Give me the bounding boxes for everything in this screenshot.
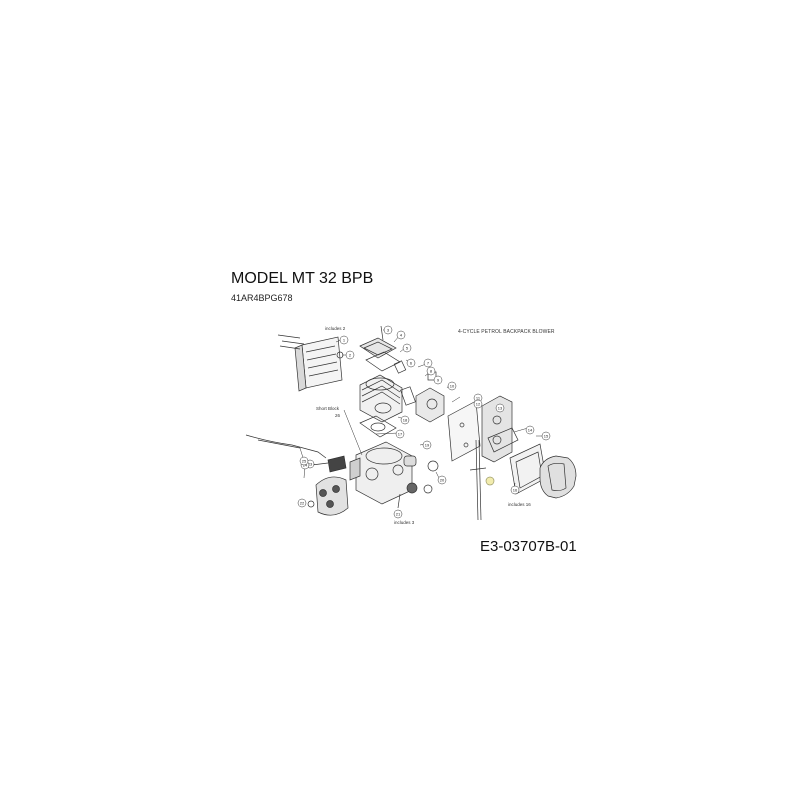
recoil-starter-part xyxy=(307,476,349,516)
note-includes-3: includes 3 xyxy=(394,520,415,525)
callout-label: 16 xyxy=(513,487,518,492)
callout-6: 6 xyxy=(406,358,416,368)
muffler-part xyxy=(277,334,344,392)
callout-label: 6 xyxy=(410,360,413,365)
callout-label: 12 xyxy=(476,401,481,406)
air-filter-cover xyxy=(539,455,577,499)
callout-layer: 1234567891011121314151617181920212223242… xyxy=(297,325,551,519)
callout-label: 11 xyxy=(476,395,481,400)
callout-22: 22 xyxy=(297,498,307,508)
callout-label: 20 xyxy=(440,477,445,482)
callout-7: 7 xyxy=(423,358,433,368)
model-title: MODEL MT 32 BPB xyxy=(231,270,374,287)
callout-20: 20 xyxy=(437,475,447,485)
callout-3: 3 xyxy=(383,325,393,335)
note-short-block-num: 26 xyxy=(335,413,341,418)
note-short-block: Short Block xyxy=(316,406,340,411)
callout-2: 2 xyxy=(345,350,355,360)
callout-label: 21 xyxy=(396,511,401,516)
callout-10: 10 xyxy=(447,381,457,391)
diagram-reference: E3-03707B-01 xyxy=(480,538,577,555)
callout-label: 14 xyxy=(528,427,533,432)
cylinder-block-part xyxy=(359,374,403,423)
callout-14: 14 xyxy=(525,425,535,435)
crankcase-part xyxy=(349,441,413,505)
callout-9: 9 xyxy=(433,375,443,385)
callout-label: 23 xyxy=(308,461,313,466)
note-includes-2: includes 2 xyxy=(325,326,346,331)
product-type-label: 4-CYCLE PETROL BACKPACK BLOWER xyxy=(458,329,555,335)
ignition-coil-part xyxy=(245,434,347,473)
clutch-part xyxy=(397,455,439,509)
callout-21: 21 xyxy=(393,509,403,519)
callout-label: 10 xyxy=(450,383,455,388)
callout-15: 15 xyxy=(541,431,551,441)
callout-label: 5 xyxy=(406,345,409,350)
callout-label: 3 xyxy=(387,327,390,332)
callout-label: 8 xyxy=(430,368,433,373)
carburetor-part xyxy=(400,371,445,423)
callout-label: 15 xyxy=(544,433,549,438)
callout-8: 8 xyxy=(426,366,436,376)
callout-label: 13 xyxy=(498,405,503,410)
callout-label: 22 xyxy=(300,500,305,505)
callout-label: 1 xyxy=(343,337,346,342)
throttle-cable-part xyxy=(469,439,487,521)
air-filter-housing xyxy=(481,395,519,463)
callout-label: 9 xyxy=(437,377,440,382)
callout-5: 5 xyxy=(402,343,412,353)
callout-label: 7 xyxy=(427,360,430,365)
callout-label: 19 xyxy=(425,442,430,447)
fan-housing-plate xyxy=(447,400,481,462)
callout-12: 12 xyxy=(473,399,483,409)
callout-18: 18 xyxy=(400,415,410,425)
callout-13: 13 xyxy=(495,403,505,413)
callout-label: 25 xyxy=(302,458,307,463)
callout-4: 4 xyxy=(396,330,406,340)
callout-label: 17 xyxy=(398,431,403,436)
callout-1: 1 xyxy=(339,335,349,345)
model-code: 41AR4BPG678 xyxy=(231,293,293,303)
note-includes-16: includes 16 xyxy=(508,502,531,507)
callout-19: 19 xyxy=(422,440,432,450)
callout-25: 25 xyxy=(299,456,309,466)
callout-label: 18 xyxy=(403,417,408,422)
cylinder-cover-part xyxy=(359,325,407,374)
callout-label: 4 xyxy=(400,332,403,337)
callout-16: 16 xyxy=(510,485,520,495)
callout-17: 17 xyxy=(395,429,405,439)
callout-label: 2 xyxy=(349,352,352,357)
gasket-part xyxy=(359,415,397,438)
